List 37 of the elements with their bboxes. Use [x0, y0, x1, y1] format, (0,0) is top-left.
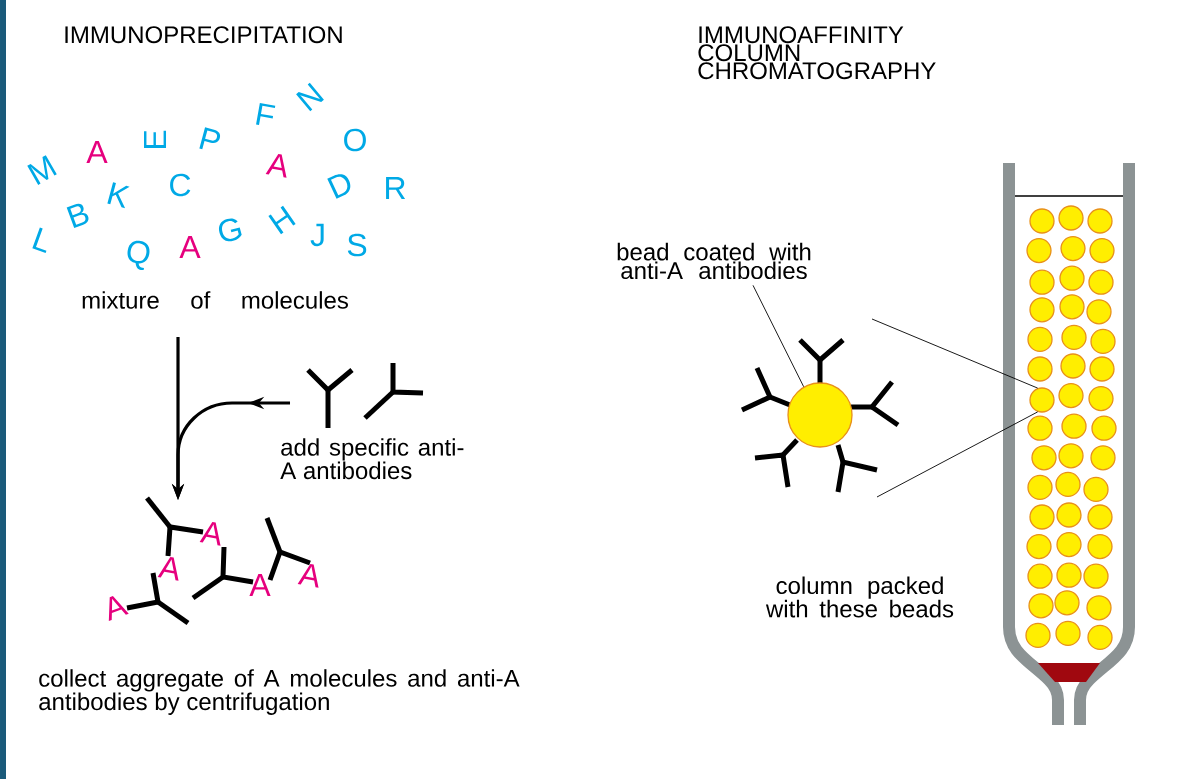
molecule-letter: R [386, 177, 406, 199]
molecule-letter: N [296, 82, 324, 112]
molecule-letter: A [86, 141, 108, 163]
molecule-letter: L [32, 227, 47, 253]
heading: IMMUNOAFFINITY COLUMN CHROMATOGRAPHY [698, 26, 936, 80]
heading: IMMUNOPRECIPITATION [65, 26, 342, 44]
leader-line [876, 411, 1039, 498]
molecule-letter: J [310, 223, 324, 247]
molecule-letter: D [327, 174, 351, 199]
molecule-letter: A [179, 236, 201, 258]
molecule-letter: E [144, 130, 166, 149]
molecule-letter: P [199, 127, 221, 150]
molecule-letter: F [256, 102, 276, 126]
step-label: add specific anti-A antibodies [280, 438, 464, 480]
step-label: collect aggregate of A molecules and anti-A antibodies by centrifugation [39, 669, 520, 715]
leader-line [752, 284, 805, 388]
molecule-letter: A [297, 563, 319, 588]
molecule-letter: A [157, 556, 179, 581]
molecule-letter: Q [127, 240, 150, 271]
molecule-letter: B [66, 203, 89, 229]
leader-line [871, 318, 1039, 389]
step-label: mixture of molecules [82, 291, 348, 309]
column-caption: column packed with these beads [765, 576, 954, 618]
molecule-letter: A [265, 153, 287, 178]
bead [1029, 387, 1055, 413]
molecule-letter: M [27, 155, 57, 185]
molecule-letter: A [199, 521, 221, 546]
molecule-letter: H [268, 205, 296, 235]
molecule-letter: A [249, 574, 271, 596]
molecule-letter: O [344, 128, 366, 152]
callout-label: bead coated with anti-A antibodies [617, 242, 811, 280]
molecule-letter: G [218, 218, 242, 242]
molecule-letter: C [170, 173, 191, 197]
molecule-letter: S [347, 233, 367, 257]
column-drawing [1003, 163, 1135, 725]
molecule-letter: A [108, 596, 129, 621]
molecule-letter: K [107, 182, 130, 209]
